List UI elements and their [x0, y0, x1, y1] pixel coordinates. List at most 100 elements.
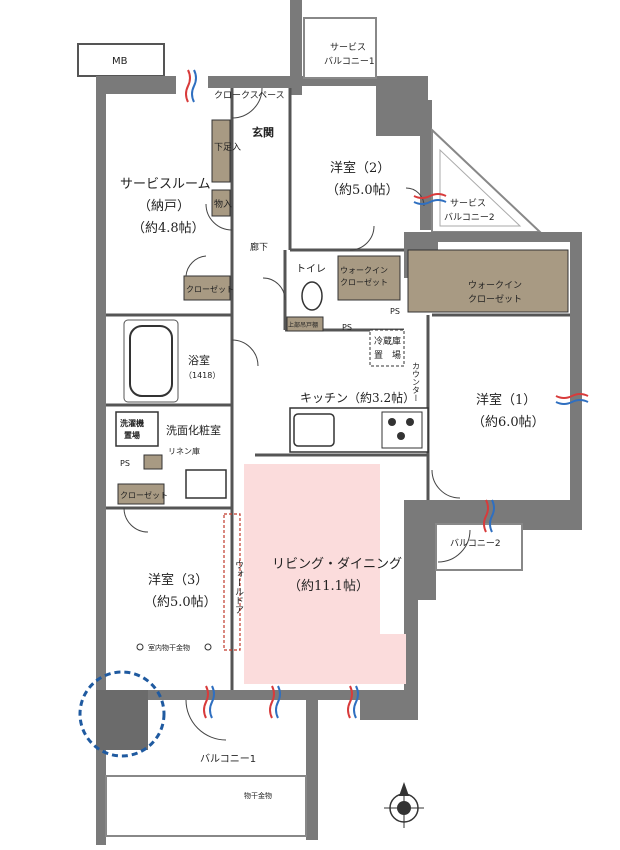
- burner-3: [397, 432, 405, 440]
- wic-large-label-2: クローゼット: [468, 293, 522, 305]
- door-closet: [185, 255, 207, 277]
- door-service: [205, 203, 233, 231]
- hm2-b: [413, 199, 447, 205]
- wic-small-label-2: クローゼット: [340, 277, 388, 287]
- closet-3-block: [117, 483, 165, 505]
- window-markers: [185, 69, 589, 719]
- ps-label-3: PS: [120, 459, 130, 468]
- wall-right-upper: [420, 100, 432, 230]
- cloak-label: クロークスペース: [214, 90, 285, 101]
- door-room1: [431, 469, 461, 499]
- wall-bottom-mid: [148, 690, 360, 700]
- wall-left-column: [96, 76, 148, 94]
- door-room2: [349, 225, 375, 251]
- living-label: リビング・ダイニング: [272, 557, 402, 572]
- wall-left: [96, 76, 106, 696]
- youshitsu2-label: 洋室（2）: [330, 160, 390, 176]
- door-entry: [231, 87, 263, 119]
- bathtub: [129, 325, 173, 397]
- hm3-b: [555, 399, 589, 405]
- door-balcony1: [185, 699, 227, 741]
- storage: [115, 119, 569, 505]
- hm6-b: [275, 685, 281, 719]
- walldoor-label: ウォールドア: [233, 560, 244, 614]
- balcony2-box: [435, 523, 523, 571]
- burner-1: [388, 418, 396, 426]
- service-room-label: サービスルーム: [120, 177, 211, 192]
- hm1-a: [185, 69, 191, 103]
- jouburu-block: [286, 316, 324, 332]
- closet-service-label: クローゼット: [186, 284, 234, 294]
- kitchen-label: キッチン（約3.2帖）: [300, 390, 415, 405]
- wall-door: [223, 513, 241, 651]
- wic-large-block: [407, 249, 569, 313]
- reizouko-label-2: 置 場: [374, 349, 401, 361]
- bathtub-outer: [123, 319, 179, 403]
- toilet-bowl: [301, 281, 323, 311]
- hm1-b: [191, 69, 197, 103]
- wall-top-right: [290, 0, 302, 95]
- burner-2: [406, 418, 414, 426]
- north-arrow-icon: [384, 782, 424, 828]
- balcony1-box: [105, 775, 307, 837]
- closet-service-block: [183, 275, 231, 301]
- linen-label: リネン庫: [168, 446, 200, 456]
- hm5-a: [203, 685, 209, 719]
- youshitsu3-label: 洋室（3）: [148, 572, 208, 588]
- wic-large-label-1: ウォークイン: [468, 280, 522, 291]
- door-bath: [231, 339, 259, 367]
- bath-label: 浴室: [188, 353, 210, 367]
- heat-marker-1: [185, 69, 197, 103]
- monohoshi-label: 物干金物: [244, 791, 272, 800]
- wall-bottom-right: [360, 690, 418, 720]
- wall-right: [570, 232, 582, 530]
- heat-marker-4: [483, 499, 495, 533]
- monoire-label: 物入: [214, 198, 232, 210]
- door-room3: [123, 507, 149, 533]
- bath-size-label: （1418）: [184, 371, 220, 380]
- wall-top-left: [146, 76, 176, 94]
- monohoshi-indoor-dot-2: [204, 643, 212, 651]
- toilet-label: トイレ: [296, 264, 326, 275]
- reizouko-label-1: 冷蔵庫: [374, 335, 401, 347]
- service-balcony1-rail: [303, 17, 377, 79]
- hm3-a: [555, 393, 589, 399]
- counter-label: カウンター: [412, 362, 421, 402]
- washer: [115, 411, 159, 447]
- hm4-b: [489, 499, 495, 533]
- rouka-label: 廊下: [250, 241, 268, 253]
- kitchen-sink: [293, 413, 335, 447]
- service-balcony2-label-a: サービス: [450, 198, 486, 209]
- door-balcony2: [437, 529, 471, 563]
- wall-right-tower: [376, 76, 428, 136]
- fridge-spot: [369, 329, 405, 367]
- wall-right-lower2: [404, 500, 436, 600]
- hm6-a: [269, 685, 275, 719]
- door-toilet: [262, 277, 286, 301]
- doors: [123, 87, 471, 741]
- youshitsu1-label: 洋室（1）: [476, 392, 536, 408]
- wic-small-label-1: ウォークイン: [340, 266, 388, 275]
- compass-ring: [78, 670, 166, 758]
- heat-marker-7: [347, 685, 359, 719]
- wall-lower-right: [404, 590, 418, 720]
- shitabako-label: 下足入: [214, 142, 241, 153]
- balcony2-label: バルコニー2: [450, 538, 501, 549]
- monohoshi-indoor-label: 室内物干金物: [148, 643, 190, 652]
- sentakuki-label-1: 洗濯機: [120, 418, 144, 428]
- living-size: （約11.1帖）: [288, 579, 369, 594]
- labels: MB クロークスペース 玄関 下足入 物入 サービスルーム （納戸） （約4.8…: [112, 42, 545, 800]
- washbasin: [185, 469, 227, 499]
- balcony1-label: バルコニー1: [200, 753, 256, 765]
- senmen-label: 洗面化粧室: [166, 423, 221, 437]
- heat-marker-3: [555, 393, 589, 405]
- sentakuki-label-2: 置場: [124, 430, 140, 440]
- hm4-a: [483, 499, 489, 533]
- ps-label-1: PS: [342, 323, 352, 332]
- wall-bottom-right-col: [306, 700, 318, 840]
- shitabako-block: [211, 119, 231, 183]
- hm2-a: [413, 193, 447, 199]
- service-balcony1-label-a: サービス: [330, 42, 366, 53]
- hm7-a: [347, 685, 353, 719]
- nando-label: （納戸）: [138, 199, 190, 214]
